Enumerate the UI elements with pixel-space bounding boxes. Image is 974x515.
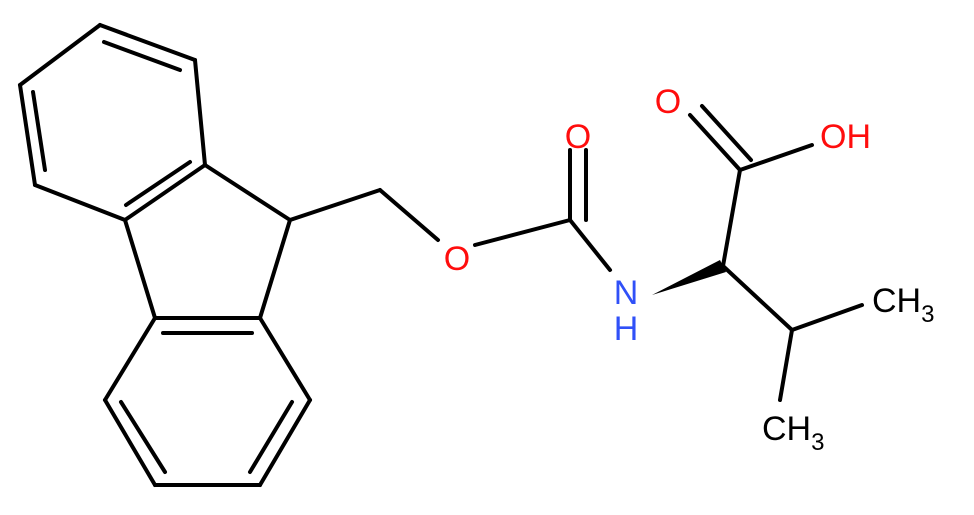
bond [103,316,157,402]
acid-oxygen-label: O [655,83,681,121]
bond [18,83,37,187]
carbonyl-oxygen-label: O [565,118,591,156]
methyl-2-subscript: 3 [811,429,824,456]
bond [700,104,753,162]
methyl-1-text: CH [872,282,921,320]
bond [568,218,612,272]
bond [123,218,157,320]
bond [123,163,207,222]
methyl-1-subscript: 3 [921,301,934,328]
bond [778,328,794,402]
bond [103,398,157,487]
bond [688,113,742,172]
bond [790,303,864,332]
bond [248,400,294,474]
bond [98,23,197,62]
bond [203,163,292,222]
bond [18,23,102,87]
bond [288,188,382,222]
bond [738,143,814,172]
hydroxyl-label: OH [820,118,871,156]
carbamate-group [288,148,612,272]
bond [473,218,572,247]
bond [721,168,742,268]
amine-nitrogen-label: N [614,274,639,312]
valine-group [652,104,864,402]
methyl-label-1: CH3 [872,282,934,328]
bond [258,218,292,320]
bond [124,160,192,207]
amine-hydrogen-label: H [614,310,639,348]
bond [119,400,167,474]
bond [193,58,207,167]
bond [31,90,47,172]
bond [33,183,127,222]
bond [378,188,440,242]
methyl-label-2: CH3 [762,410,824,456]
bond [721,264,794,332]
bond [258,316,312,402]
fluorenyl-group [18,23,312,487]
bond [102,40,182,72]
methyl-2-text: CH [762,410,811,448]
wedge-bond [652,260,726,295]
ester-oxygen-label: O [444,240,470,278]
bond [258,398,312,487]
